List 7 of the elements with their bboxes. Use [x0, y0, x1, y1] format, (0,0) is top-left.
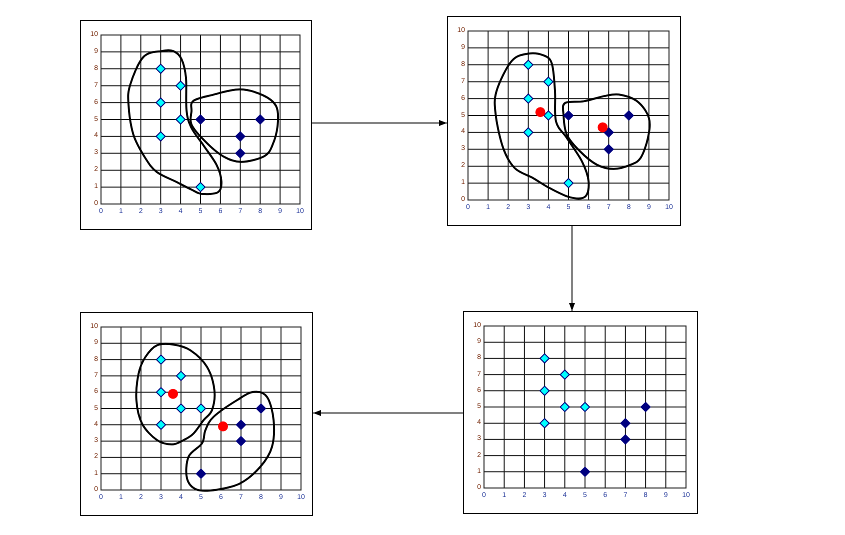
chart-panel	[463, 311, 698, 514]
arrow	[312, 120, 448, 126]
arrow	[312, 410, 464, 416]
chart-panel	[447, 16, 681, 226]
arrow	[569, 226, 575, 312]
chart-panel	[80, 312, 313, 516]
chart-panel	[80, 20, 312, 230]
